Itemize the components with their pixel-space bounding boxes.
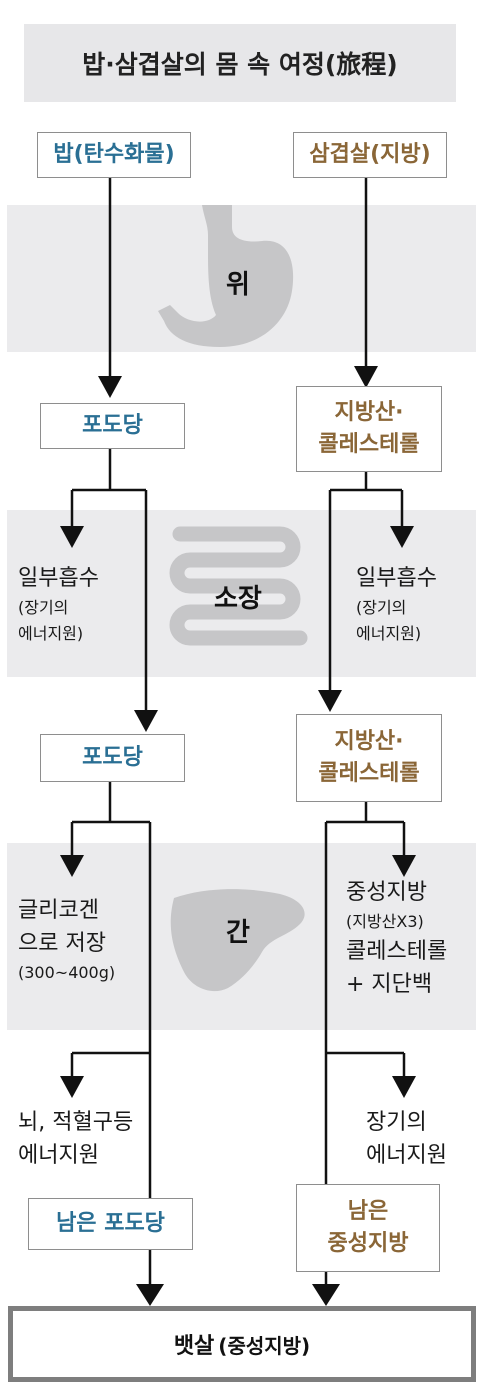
stomach-icon (158, 205, 294, 347)
remaining-triglyceride-label-b: 중성지방 (327, 1231, 409, 1256)
remaining-triglyceride-box: 남은 중성지방 (296, 1184, 440, 1272)
organ-line1: 장기의 (366, 1110, 427, 1135)
tg-line4: + 지단백 (346, 971, 433, 997)
glycogen-line1: 글리코겐 (18, 898, 99, 923)
stomach-label: 위 (226, 270, 250, 300)
liver-icon (170, 889, 305, 992)
fatty-acid-label-1b: 콜레스테롤 (318, 432, 420, 457)
fatty-acid-box-1: 지방산· 콜레스테롤 (296, 386, 442, 472)
remaining-glucose-label: 남은 포도당 (56, 1211, 165, 1237)
tg-line2: (지방산X3) (346, 912, 424, 931)
brain-line2: 에너지원 (18, 1143, 99, 1168)
glycogen-line2: 으로 저장 (18, 931, 106, 956)
triglyceride-note: 중성지방 (지방산X3) 콜레스테롤 + 지단백 (346, 876, 447, 1001)
left-absorb-line1: 일부흡수 (18, 566, 99, 591)
glucose-box-2: 포도당 (40, 734, 185, 782)
brain-line1: 뇌, 적혈구등 (18, 1110, 134, 1135)
fatty-acid-label-2a: 지방산· (334, 729, 404, 755)
pork-belly-header-box: 삼겹살(지방) (293, 132, 447, 178)
glucose-box-1: 포도당 (40, 403, 185, 449)
liver-label: 간 (226, 918, 250, 948)
right-absorb-line2: (장기의 (356, 598, 407, 617)
remaining-glucose-box: 남은 포도당 (28, 1198, 193, 1250)
belly-fat-label: 뱃살 (173, 1334, 215, 1359)
rice-header-box: 밥(탄수화물) (37, 132, 191, 178)
right-absorb-line1: 일부흡수 (356, 566, 437, 591)
fatty-acid-label-2b: 콜레스테롤 (318, 761, 420, 786)
intestine-icon (169, 526, 308, 646)
belly-fat-sub-label: (중성지방) (218, 1333, 311, 1358)
glycogen-note: 글리코겐 으로 저장 (300~400g) (18, 894, 115, 986)
right-absorb-line3: 에너지원) (356, 623, 422, 643)
fatty-acid-box-2: 지방산· 콜레스테롤 (296, 714, 442, 802)
rice-header-label: 밥(탄수화물) (53, 142, 175, 168)
fatty-acid-label-1a: 지방산· (334, 400, 404, 426)
diagram-title: 밥·삼겹살의 몸 속 여정(旅程) (24, 24, 456, 102)
organ-energy-note: 장기의 에너지원 (366, 1106, 447, 1172)
small-intestine-label: 소장 (214, 584, 262, 614)
organ-line2: 에너지원 (366, 1143, 447, 1168)
glucose-label-1: 포도당 (82, 413, 143, 439)
belly-fat-box: 뱃살 (중성지방) (8, 1306, 476, 1382)
remaining-triglyceride-label-a: 남은 (347, 1199, 389, 1225)
left-absorb-line2: (장기의 (18, 598, 69, 617)
left-absorb-line3: 에너지원) (18, 623, 84, 643)
pork-belly-header-label: 삼겹살(지방) (309, 142, 431, 168)
glycogen-line3: (300~400g) (18, 963, 116, 982)
tg-line3: 콜레스테롤 (346, 938, 448, 964)
glucose-label-2: 포도당 (82, 745, 143, 771)
tg-line1: 중성지방 (346, 880, 427, 905)
left-absorb-note: 일부흡수 (장기의 에너지원) (18, 562, 99, 646)
right-absorb-note: 일부흡수 (장기의 에너지원) (356, 562, 437, 646)
brain-energy-note: 뇌, 적혈구등 에너지원 (18, 1106, 133, 1172)
